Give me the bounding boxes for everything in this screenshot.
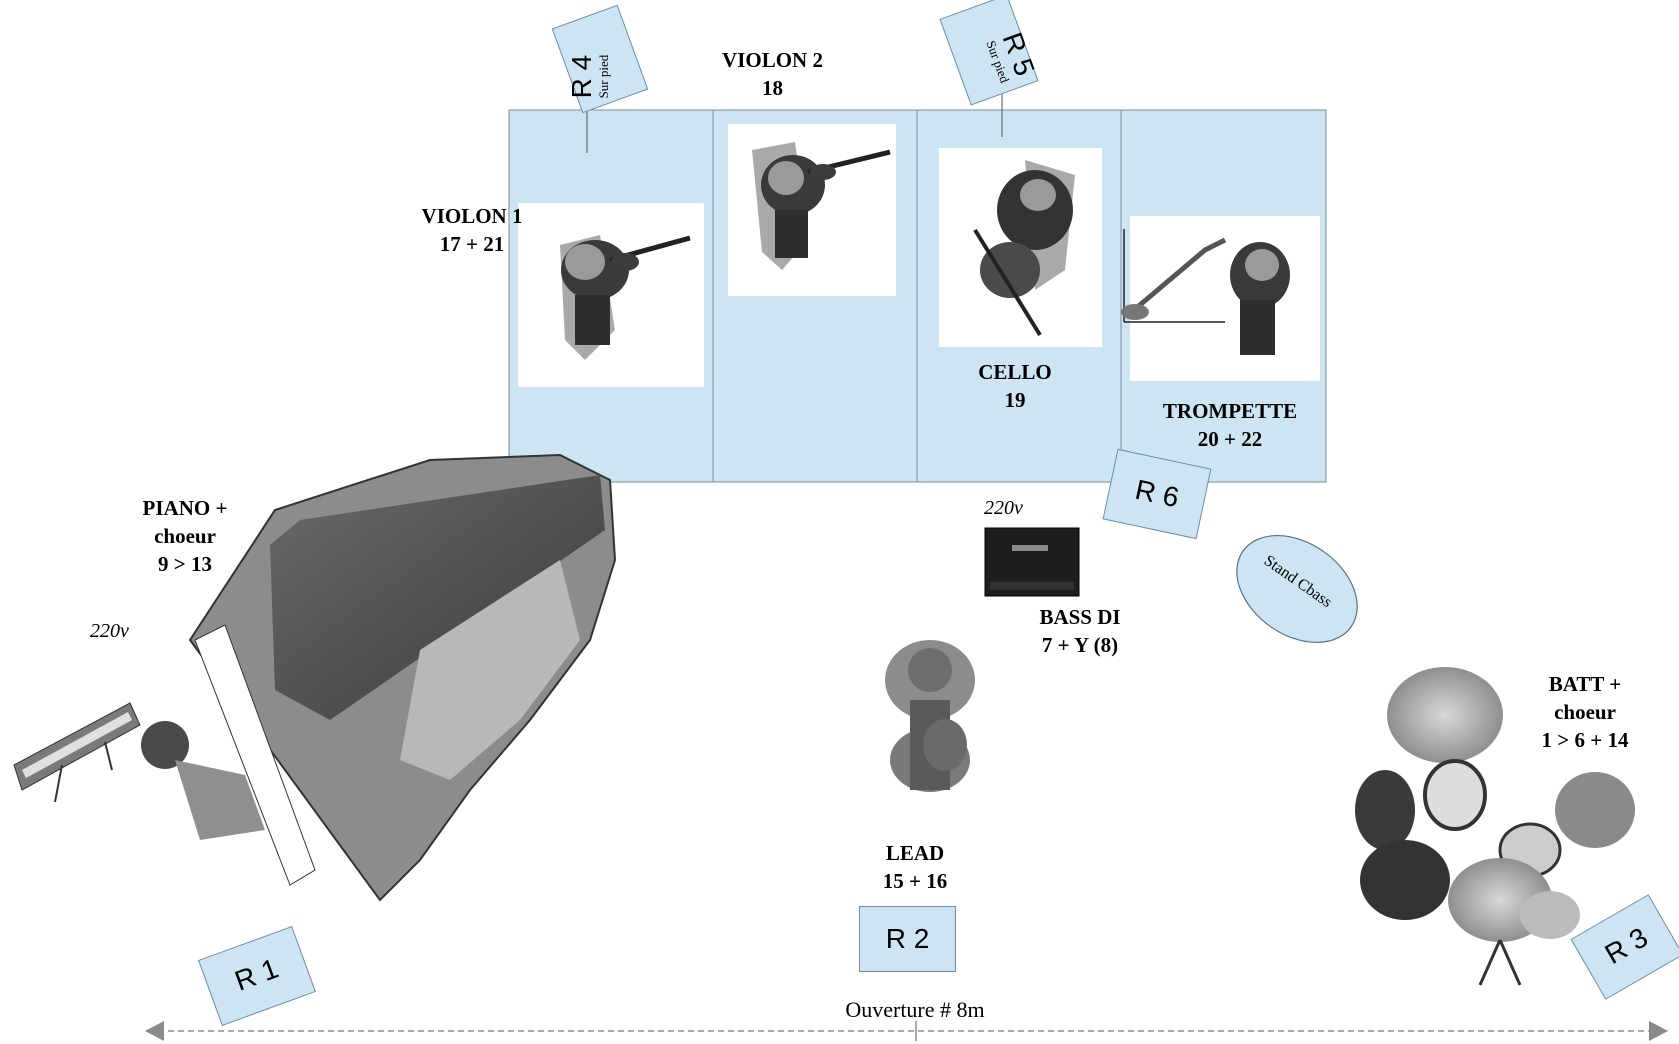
piano-line1: PIANO + xyxy=(142,496,228,520)
monitor-r2: R 2 xyxy=(859,906,956,972)
bass-channels: 7 + Y (8) xyxy=(1041,633,1119,657)
violin2-player-image xyxy=(728,124,896,296)
trumpet-player-image xyxy=(1121,216,1320,381)
piano-line2: choeur xyxy=(154,524,216,548)
batt-line1: BATT + xyxy=(1548,672,1622,696)
batt-line2: choeur xyxy=(1554,700,1616,724)
monitor-r4-sub: Sur pied xyxy=(596,54,612,99)
bass-label: BASS DI 7 + Y (8) xyxy=(1015,603,1145,659)
violin1-player-image xyxy=(518,203,704,387)
stage-opening-line xyxy=(145,1021,1668,1041)
piano-power-label: 220v xyxy=(90,620,129,642)
batt-label: BATT + choeur 1 > 6 + 14 xyxy=(1515,670,1655,754)
trumpet-label: TROMPETTE 20 + 22 xyxy=(1140,397,1320,453)
violin2-label: VIOLON 2 18 xyxy=(700,46,845,102)
bass-power-label: 220v xyxy=(984,497,1023,519)
piano-label: PIANO + choeur 9 > 13 xyxy=(120,494,250,578)
cello-channels: 19 xyxy=(1004,388,1026,412)
trumpet-name: TROMPETTE xyxy=(1162,399,1298,423)
batt-channels: 1 > 6 + 14 xyxy=(1541,728,1629,752)
lead-name: LEAD xyxy=(885,841,945,865)
stage-opening-label: Ouverture # 8m xyxy=(845,997,985,1022)
cello-label: CELLO 19 xyxy=(955,358,1075,414)
monitor-r6-name: R 6 xyxy=(1132,473,1182,514)
trumpet-channels: 20 + 22 xyxy=(1197,427,1263,451)
stand-cbass-shape xyxy=(1236,534,1358,644)
violin2-name: VIOLON 2 xyxy=(722,48,823,72)
cello-player-image xyxy=(939,148,1102,347)
lead-channels: 15 + 16 xyxy=(882,869,948,893)
bass-name: BASS DI xyxy=(1039,605,1121,629)
violin1-name: VIOLON 1 xyxy=(421,204,523,228)
monitor-r2-name: R 2 xyxy=(885,923,930,954)
lead-label: LEAD 15 + 16 xyxy=(855,839,975,895)
bass-amp-image xyxy=(984,527,1080,597)
monitor-r1-name: R 1 xyxy=(230,952,283,997)
cello-name: CELLO xyxy=(978,360,1052,384)
piano-channels: 9 > 13 xyxy=(158,552,212,576)
violin2-channels: 18 xyxy=(762,76,783,100)
keyboard-image xyxy=(13,702,141,803)
monitor-r4-name: R 4 xyxy=(566,54,598,99)
grand-piano-image xyxy=(141,453,617,902)
violin1-channels: 17 + 21 xyxy=(439,232,505,256)
drum-kit-image xyxy=(1355,667,1635,986)
violin1-label: VIOLON 1 17 + 21 xyxy=(412,202,532,258)
lead-player-image xyxy=(885,640,975,792)
